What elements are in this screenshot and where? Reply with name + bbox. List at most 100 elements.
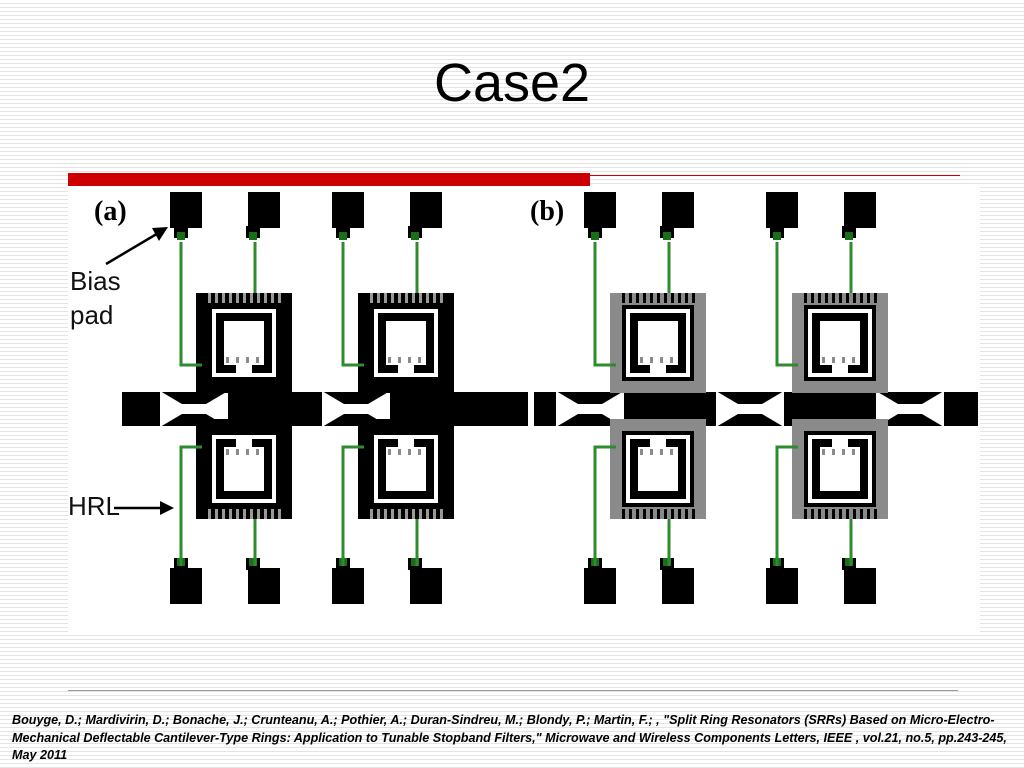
comb-finger [671,509,674,519]
cantilever-tab [852,449,855,455]
comb-finger [860,509,863,519]
bias-via [411,558,419,566]
srr-resonator [610,293,706,393]
comb-finger [678,509,681,519]
srr-split [650,365,666,373]
cantilever-tab [398,357,401,363]
comb-finger [412,509,415,519]
cantilever-tab [670,357,673,363]
comb-finger [391,293,394,303]
comb-finger [405,293,408,303]
comb-finger [426,509,429,519]
bias-pad-arrow [105,227,168,266]
comb-finger [391,509,394,519]
comb-finger [811,509,814,519]
comb-finger [811,293,814,303]
hrl-bias-line [775,242,798,367]
cantilever-tab [388,357,391,363]
cantilever-tab [256,357,259,363]
bias-pad [584,558,616,604]
srr-resonator [358,293,454,393]
cantilever-tab [398,449,401,455]
comb-finger [818,293,821,303]
comb-finger [853,509,856,519]
comb-finger [264,293,267,303]
cantilever-tab [226,357,229,363]
comb-finger [215,293,218,303]
comb-finger [867,293,870,303]
cantilever-tab [640,449,643,455]
hrl-bias-line [341,445,364,566]
comb-finger [264,509,267,519]
srr-filter-layout-a [122,192,528,604]
srr-resonator [792,293,888,393]
transmission-line [122,391,528,427]
comb-finger [622,509,625,519]
cantilever-comb [208,293,281,303]
comb-finger [804,509,807,519]
cantilever-tab [832,449,835,455]
bias-pad-body [332,568,364,604]
comb-finger [846,509,849,519]
bias-pad-annotation: Bias pad [70,266,121,330]
line-taper-2 [716,391,784,427]
comb-finger [832,509,835,519]
comb-finger [818,509,821,519]
comb-finger [692,509,695,519]
bias-via [845,558,853,566]
comb-finger [377,509,380,519]
line-taper-1 [160,391,228,427]
bias-pad [842,192,876,240]
srr-split [650,439,666,447]
comb-finger [236,293,239,303]
hrl-bias-line [341,242,364,367]
srr-split [236,439,252,447]
bias-via [339,232,347,240]
bias-pad [766,558,798,604]
comb-finger [419,293,422,303]
bias-pad-body [410,568,442,604]
comb-finger [650,293,653,303]
comb-finger [874,509,877,519]
bias-via [249,232,257,240]
comb-finger [860,293,863,303]
comb-finger [271,509,274,519]
comb-finger [250,509,253,519]
cantilever-comb [804,509,877,519]
cantilever-tab [842,449,845,455]
bias-pad-body [584,192,616,228]
cantilever-comb [370,293,443,303]
comb-finger [804,293,807,303]
bias-pad-body [410,192,442,228]
srr-resonator [358,419,454,519]
srr-resonator [610,419,706,519]
footer-divider [68,690,958,691]
cantilever-tab [236,449,239,455]
comb-finger [643,293,646,303]
hrl-bias-line [179,242,202,367]
bias-pad [842,558,876,604]
cantilever-tab [852,357,855,363]
bias-via [663,558,671,566]
bias-via [591,232,599,240]
bias-via [663,232,671,240]
comb-finger [685,509,688,519]
cantilever-tab [660,449,663,455]
bias-pad-body [844,192,876,228]
comb-finger [412,293,415,303]
hrl-bias-line [775,445,798,566]
comb-finger [846,293,849,303]
comb-finger [222,293,225,303]
comb-finger [874,293,877,303]
bias-via [411,232,419,240]
bias-pad [584,192,616,240]
slide-title: Case2 [433,53,591,113]
srr-split [236,365,252,373]
bias-pad [332,192,364,240]
bias-pad [246,558,280,604]
bias-pad [660,192,694,240]
line-taper-1 [556,391,624,427]
cantilever-tab [246,449,249,455]
comb-finger [440,293,443,303]
cantilever-tab [650,449,653,455]
